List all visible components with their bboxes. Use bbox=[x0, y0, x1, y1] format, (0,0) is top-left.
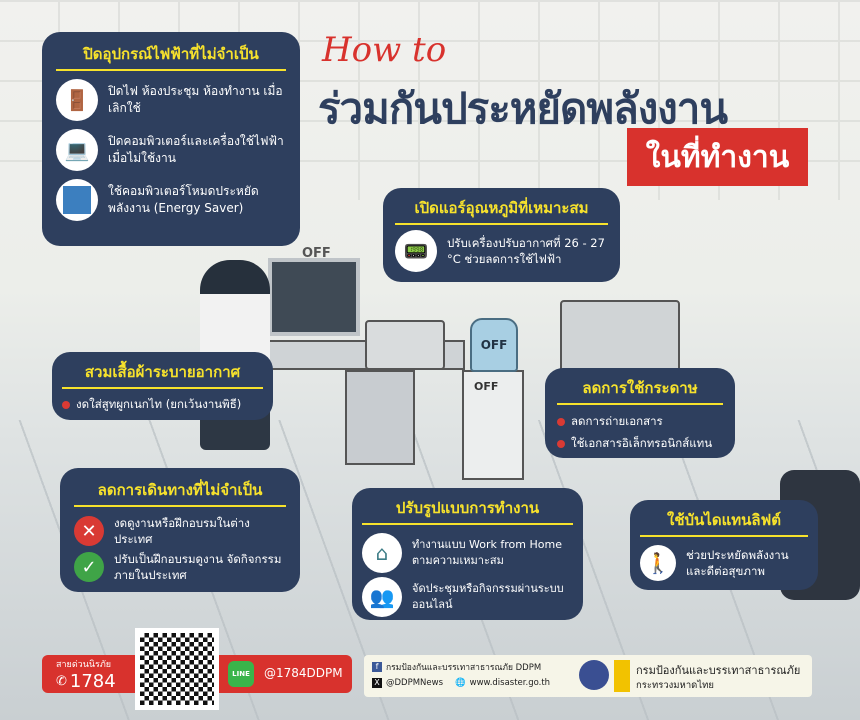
org-name: กรมป้องกันและบรรเทาสาธารณภัย bbox=[636, 664, 801, 677]
monitor bbox=[268, 258, 360, 336]
off-label: OFF bbox=[302, 246, 331, 261]
box-title: ลดการใช้กระดาษ bbox=[557, 376, 723, 405]
box-title: ใช้บันไดแทนลิฟต์ bbox=[640, 508, 808, 537]
page-title: ร่วมกันประหยัดพลังงาน bbox=[318, 84, 728, 133]
energy-star-icon bbox=[56, 179, 98, 221]
website-link[interactable]: www.disaster.go.th bbox=[469, 678, 551, 688]
cross-icon: ✕ bbox=[74, 516, 104, 546]
item-text: ปรับเครื่องปรับอากาศที่ 26 - 27 °C ช่วยล… bbox=[447, 236, 605, 266]
box-title: ลดการเดินทางที่ไม่จำเป็น bbox=[74, 478, 286, 507]
off-label: OFF bbox=[480, 338, 508, 352]
clothing-box: สวมเสื้อผ้าระบายอากาศ งดใส่สูทผูกเนกไท (… bbox=[52, 352, 273, 420]
ac-box: เปิดแอร์อุณหภูมิที่เหมาะสม 📟 ปรับเครื่องป… bbox=[383, 188, 620, 282]
hotline-label: สายด่วนนิรภัย bbox=[56, 660, 112, 670]
work-style-box: ปรับรูปแบบการทำงาน ⌂ ทำงานแบบ Work from H… bbox=[352, 488, 583, 620]
ddpm-logo bbox=[614, 660, 630, 692]
item-text: ใช้คอมพิวเตอร์โหมดประหยัดพลังงาน (Energy… bbox=[108, 184, 259, 215]
facebook-link[interactable]: กรมป้องกันและบรรเทาสาธารณภัย DDPM bbox=[386, 663, 542, 673]
info-panel: f กรมป้องกันและบรรเทาสาธารณภัย DDPM X @DDP… bbox=[364, 655, 812, 697]
paper-box: ลดการใช้กระดาษ ลดการถ่ายเอกสาร ใช้เอกสาร… bbox=[545, 368, 735, 458]
travel-box: ลดการเดินทางที่ไม่จำเป็น ✕ งดดูงานหรือฝึก… bbox=[60, 468, 300, 592]
item-text: งดใส่สูทผูกเนกไท (ยกเว้นงานพิธี) bbox=[76, 397, 242, 411]
video-meeting-icon: 👥 bbox=[362, 577, 402, 617]
home-icon: ⌂ bbox=[362, 533, 402, 573]
bullet-icon bbox=[557, 418, 565, 426]
facebook-icon: f bbox=[372, 662, 382, 672]
item-text: ทำงานแบบ Work from Home ตามความเหมาะสม bbox=[412, 538, 562, 567]
hotline-number[interactable]: 1784 bbox=[69, 671, 116, 692]
x-icon: X bbox=[372, 678, 382, 688]
x-link[interactable]: @DDPMNews bbox=[386, 678, 444, 688]
phone-icon: ✆ bbox=[56, 674, 67, 689]
globe-icon: 🌐 bbox=[455, 678, 466, 688]
ministry-name: กระทรวงมหาดไทย bbox=[636, 680, 714, 691]
item-text: ปรับเป็นฝึกอบรมดูงาน จัดกิจกรรมภายในประเ… bbox=[114, 552, 282, 582]
line-logo: LINE bbox=[228, 661, 254, 687]
line-id[interactable]: @1784DDPM bbox=[264, 666, 343, 680]
title-banner: ในที่ทำงาน bbox=[627, 128, 808, 186]
ac-remote-icon: 📟 bbox=[395, 230, 437, 272]
item-text: ลดการถ่ายเอกสาร bbox=[571, 414, 663, 428]
ddpm-seal bbox=[579, 660, 609, 690]
item-text: ปิดไฟ ห้องประชุม ห้องทำงาน เมื่อเลิกใช้ bbox=[108, 84, 283, 115]
box-title: เปิดแอร์อุณหภูมิที่เหมาะสม bbox=[395, 196, 608, 225]
how-to-heading: How to bbox=[322, 30, 447, 70]
computer-user-icon: 💻 bbox=[56, 129, 98, 171]
box-title: สวมเสื้อผ้าระบายอากาศ bbox=[62, 360, 263, 389]
water-cooler bbox=[462, 370, 524, 480]
check-icon: ✓ bbox=[74, 552, 104, 582]
item-text: ใช้เอกสารอิเล็กทรอนิกส์แทน bbox=[571, 436, 713, 450]
meeting-room-icon: 🚪 bbox=[56, 79, 98, 121]
bullet-icon bbox=[62, 401, 70, 409]
item-text: งดดูงานหรือฝึกอบรมในต่างประเทศ bbox=[114, 516, 250, 546]
stairs-box: ใช้บันไดแทนลิฟต์ 🚶 ช่วยประหยัดพลังงานและด… bbox=[630, 500, 818, 590]
box-title: ปรับรูปแบบการทำงาน bbox=[362, 496, 573, 525]
stairs-icon: 🚶 bbox=[640, 545, 676, 581]
desk-cabinet bbox=[345, 370, 415, 465]
devices-box: ปิดอุปกรณ์ไฟฟ้าที่ไม่จำเป็น 🚪 ปิดไฟ ห้องป… bbox=[42, 32, 300, 246]
item-text: ช่วยประหยัดพลังงานและดีต่อสุขภาพ bbox=[686, 548, 789, 578]
printer bbox=[365, 320, 445, 370]
bullet-icon bbox=[557, 440, 565, 448]
box-title: ปิดอุปกรณ์ไฟฟ้าที่ไม่จำเป็น bbox=[56, 42, 286, 71]
item-text: จัดประชุมหรือกิจกรรมผ่านระบบออนไลน์ bbox=[412, 582, 564, 611]
water-bottle: OFF bbox=[470, 318, 518, 372]
qr-code[interactable] bbox=[135, 628, 219, 710]
off-label: OFF bbox=[474, 380, 499, 393]
item-text: ปิดคอมพิวเตอร์และเครื่องใช้ไฟฟ้าเมื่อไม่… bbox=[108, 134, 284, 165]
